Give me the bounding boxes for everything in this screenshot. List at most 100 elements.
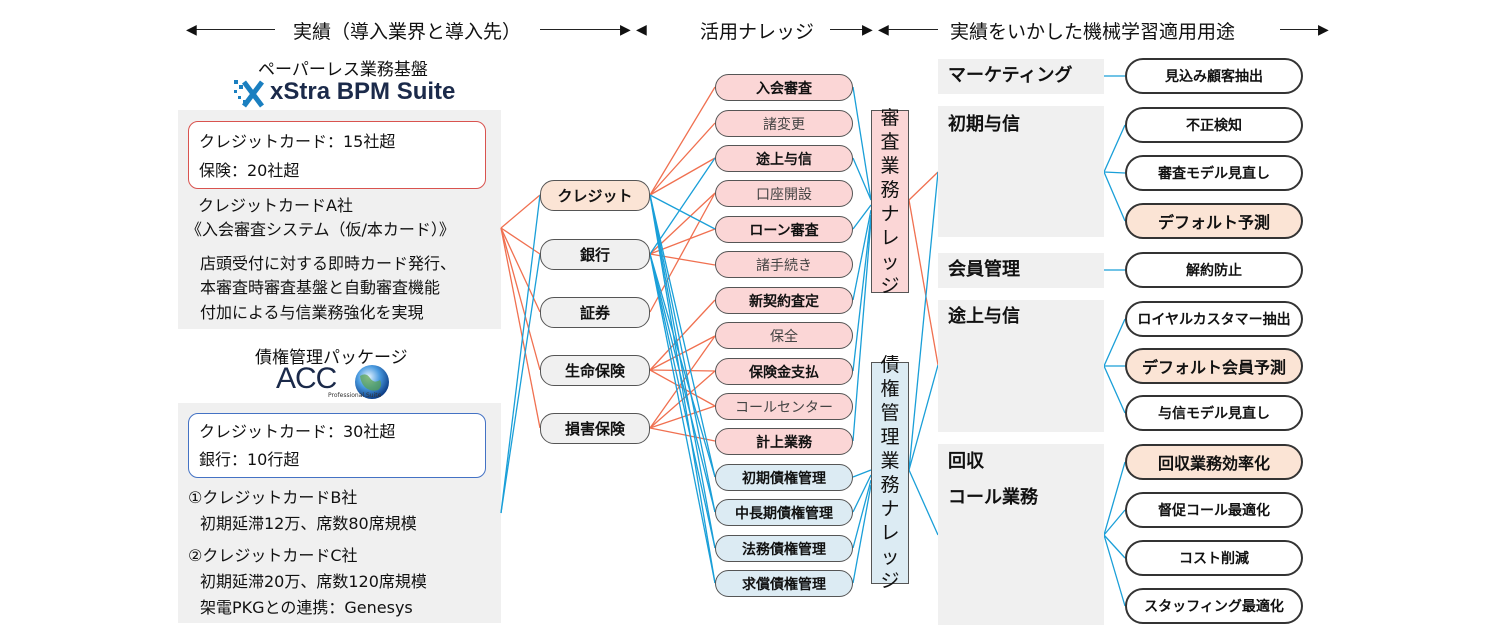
link-blue	[1103, 461, 1126, 536]
link-blue	[1103, 171, 1126, 174]
usecase-initial-credit: 初期与信	[938, 106, 1104, 237]
header-ml-usecases: 実績をいかした機械学習適用用途	[950, 21, 1236, 43]
link-orange	[649, 122, 716, 196]
link-orange	[649, 157, 716, 196]
panel-xstra-count-box: クレジットカード：15社超 保険：20社超	[188, 121, 486, 189]
header-arrow-mid2	[830, 29, 870, 30]
link-blue	[852, 157, 872, 201]
link-blue	[649, 194, 716, 549]
knowledge-item: 途上与信	[715, 145, 853, 172]
xstra-logo-text: xStra BPM Suite	[270, 78, 456, 105]
link-blue	[852, 469, 872, 478]
ml-item: スタッフィング最適化	[1125, 588, 1303, 624]
link-blue	[649, 194, 716, 230]
client-c-name: ②クレジットカードC社	[188, 546, 358, 565]
ml-item: 不正検知	[1125, 107, 1303, 143]
arrowhead-right-icon: ▶	[862, 22, 873, 38]
link-orange	[500, 227, 541, 371]
header-knowledge: 活用ナレッジ	[700, 21, 815, 43]
ml-item: デフォルト会員予測	[1125, 348, 1303, 384]
link-blue	[649, 253, 716, 478]
link-orange	[500, 227, 541, 429]
header-arrow-mid3	[888, 29, 938, 30]
industry-life-insurance: 生命保険	[540, 355, 650, 386]
link-orange	[908, 171, 939, 201]
link-blue	[908, 469, 939, 536]
panel-xstra-record: クレジットカード：15社超 保険：20社超 クレジットカードA社 《入会審査シス…	[178, 110, 501, 329]
link-blue	[649, 194, 716, 513]
link-blue	[852, 214, 872, 372]
acc-caption: 債権管理パッケージ	[255, 348, 408, 368]
knowledge-item: 初期債権管理	[715, 464, 853, 491]
link-blue	[649, 253, 716, 549]
industry-credit: クレジット	[540, 180, 650, 211]
panel-acc-count-box: クレジットカード：30社超 銀行：10行超	[188, 413, 486, 478]
knowledge-item: 新契約査定	[715, 287, 853, 314]
client-a-desc-1: 店頭受付に対する即時カード発行、	[200, 254, 457, 273]
usecase-interim-credit: 途上与信	[938, 300, 1104, 432]
client-a-system: 《入会審査システム（仮/本カード）》	[186, 220, 455, 239]
ml-item: デフォルト予測	[1125, 203, 1303, 239]
link-blue	[1103, 365, 1126, 414]
client-b-desc: 初期延滞12万、席数80席規模	[200, 514, 417, 533]
link-blue	[649, 194, 716, 584]
globe-icon	[355, 365, 389, 399]
panel-acc-record: クレジットカード：30社超 銀行：10行超 ①クレジットカードB社 初期延滞12…	[178, 403, 501, 623]
link-blue	[500, 253, 541, 514]
count-insurance: 保険：20社超	[199, 161, 300, 180]
client-b-name: ①クレジットカードB社	[188, 488, 358, 507]
count-credit: クレジットカード：15社超	[199, 132, 396, 151]
link-blue	[1103, 509, 1126, 536]
link-blue	[649, 194, 716, 478]
knowledge-item: 求償債権管理	[715, 570, 853, 597]
header-track-record: 実績（導入業界と導入先）	[293, 21, 522, 43]
link-blue	[649, 157, 716, 255]
knowledge-item: 口座開設	[715, 180, 853, 207]
industry-bank: 銀行	[540, 239, 650, 270]
link-blue	[649, 253, 716, 584]
ml-item: 見込み顧客抽出	[1125, 58, 1303, 94]
knowledge-item: 中長期債権管理	[715, 499, 853, 526]
link-blue	[1103, 171, 1126, 222]
knowledge-item: 諸変更	[715, 110, 853, 137]
client-a-desc-3: 付加による与信業務強化を実現	[200, 303, 424, 322]
header-arrow-mid1	[540, 29, 628, 30]
arrowhead-left-icon: ◀	[878, 22, 889, 38]
usecase-member-management: 会員管理	[938, 253, 1104, 288]
link-blue	[852, 219, 872, 442]
client-c-integration: 架電PKGとの連携：Genesys	[200, 598, 413, 617]
xstra-x-icon	[234, 80, 264, 108]
client-c-desc: 初期延滞20万、席数120席規模	[200, 572, 427, 591]
client-a-desc-2: 本審査時審査基盤と自動審査機能	[200, 278, 441, 297]
header-arrow-right	[1280, 29, 1322, 30]
link-orange	[649, 86, 716, 196]
link-blue	[1103, 534, 1126, 559]
link-blue	[852, 204, 872, 230]
knowledge-group-review: 審査業務ナレッジ	[871, 107, 909, 297]
ml-item: 審査モデル見直し	[1125, 155, 1303, 191]
link-blue	[908, 171, 939, 471]
ml-item: ロイヤルカスタマー抽出	[1125, 301, 1303, 337]
knowledge-item: 保全	[715, 322, 853, 349]
link-blue	[908, 364, 939, 471]
knowledge-group-debt: 債権管理業務ナレッジ	[871, 354, 909, 592]
knowledge-item: 保険金支払	[715, 358, 853, 385]
ml-item: コスト削減	[1125, 540, 1303, 576]
link-blue	[852, 86, 872, 201]
link-blue	[649, 253, 716, 513]
header-arrow-left	[190, 29, 275, 30]
knowledge-item: コールセンター	[715, 393, 853, 420]
ml-item: 督促コール最適化	[1125, 492, 1303, 528]
ml-item: 回収業務効率化	[1125, 444, 1303, 480]
link-blue	[1103, 534, 1126, 607]
industry-securities: 証券	[540, 297, 650, 328]
link-blue	[1103, 124, 1126, 173]
usecase-marketing: マーケティング	[938, 59, 1104, 94]
count-bank: 銀行：10行超	[199, 450, 300, 469]
arrowhead-right-icon: ▶	[620, 22, 631, 38]
arrowhead-right-icon: ▶	[1318, 22, 1329, 38]
ml-item: 与信モデル見直し	[1125, 395, 1303, 431]
link-orange	[500, 194, 541, 229]
industry-nonlife-insurance: 損害保険	[540, 413, 650, 444]
